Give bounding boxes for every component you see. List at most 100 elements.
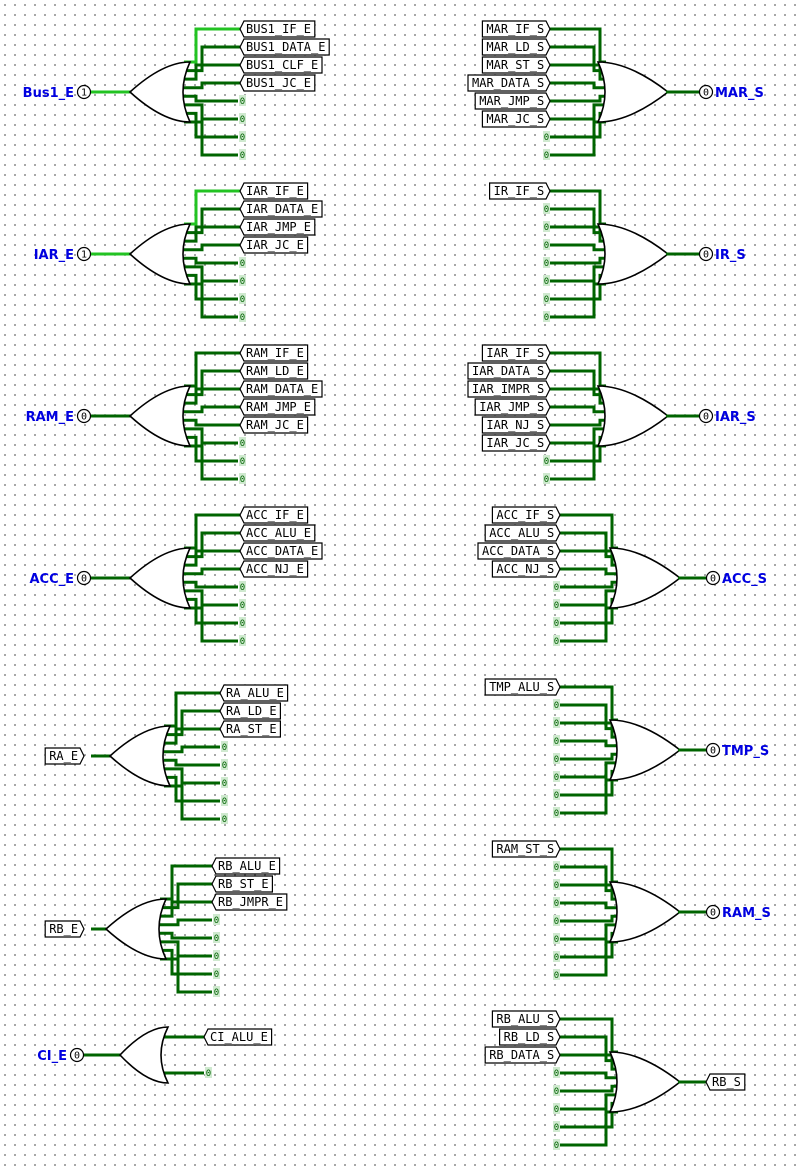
tunnel-label: BUS1_DATA_E <box>246 40 325 54</box>
constant-value: 0 <box>214 916 219 926</box>
constant-value: 0 <box>544 457 549 467</box>
constant-value: 0 <box>240 133 245 143</box>
constant-zero: 0 <box>239 455 246 467</box>
tunnel-label: IAR_JC_S <box>486 436 544 450</box>
tunnel-label: RA_ALU_E <box>226 686 284 700</box>
constant-zero: 0 <box>239 599 246 611</box>
constant-zero: 0 <box>221 813 228 825</box>
wire <box>556 703 618 731</box>
wire <box>160 882 212 910</box>
tunnel-rb-data-s: RB_DATA_S <box>484 1046 561 1064</box>
wire <box>160 931 212 940</box>
or-gate <box>104 898 168 960</box>
constant-value: 0 <box>222 815 227 825</box>
constant-zero: 0 <box>543 293 550 305</box>
tunnel-iar-jc-e: IAR_JC_E <box>239 236 309 254</box>
constant-zero: 0 <box>553 1067 560 1079</box>
constant-value: 0 <box>554 953 559 963</box>
constant-zero: 0 <box>553 807 560 819</box>
tunnel-label: ACC_NJ_E <box>246 562 304 576</box>
wire <box>184 567 240 576</box>
wire <box>164 775 220 803</box>
tunnel-acc-alu-s: ACC_ALU_S <box>484 524 561 542</box>
constant-zero: 0 <box>543 275 550 287</box>
wire <box>164 709 220 737</box>
pin-label: IAR_E <box>34 248 74 263</box>
pin-value: 0 <box>710 574 716 585</box>
or-gate <box>608 1051 682 1113</box>
constant-zero: 0 <box>553 599 560 611</box>
or-gate <box>608 547 682 609</box>
wire <box>164 727 220 745</box>
constant-zero: 0 <box>239 635 246 647</box>
constant-value: 0 <box>214 988 219 998</box>
wire <box>184 273 238 301</box>
pin-value: 0 <box>703 88 709 99</box>
wire <box>550 103 606 121</box>
constant-zero: 0 <box>553 771 560 783</box>
tunnel-label: TMP_ALU_S <box>489 680 554 694</box>
tunnel-label: RA_LD_E <box>226 704 277 718</box>
constant-zero: 0 <box>543 257 550 269</box>
pin-value: 1 <box>81 88 87 99</box>
constant-zero: 0 <box>543 221 550 233</box>
wire <box>184 120 238 157</box>
constant-value: 0 <box>554 1123 559 1133</box>
constant-zero: 0 <box>239 257 246 269</box>
constant-value: 0 <box>544 259 549 269</box>
tunnel-ram-jmp-e: RAM_JMP_E <box>239 398 316 416</box>
wire <box>160 918 212 927</box>
constant-zero: 0 <box>553 897 560 909</box>
tunnel-acc-alu-e: ACC_ALU_E <box>239 524 316 542</box>
tunnel-mar-ld-s: MAR_LD_S <box>481 38 551 56</box>
constant-value: 0 <box>222 779 227 789</box>
pin-value: 0 <box>703 412 709 423</box>
wire <box>560 531 618 559</box>
constant-value: 0 <box>554 1069 559 1079</box>
or-gate <box>596 385 670 447</box>
wire <box>160 957 212 994</box>
tunnel-label: RB_JMPR_E <box>218 895 283 909</box>
constant-zero: 0 <box>213 914 220 926</box>
wire <box>184 369 240 397</box>
tunnel-iar-jc-s: IAR_JC_S <box>481 434 551 452</box>
tunnel-label: MAR_JC_S <box>486 112 544 126</box>
wire <box>556 761 618 779</box>
wire <box>556 739 618 748</box>
tunnel-rb-jmpr-e: RB_JMPR_E <box>211 893 288 911</box>
wire <box>556 1084 618 1093</box>
constant-value: 0 <box>240 619 245 629</box>
constant-zero: 0 <box>553 699 560 711</box>
tunnel-ra-e: RA_E <box>44 747 85 765</box>
tunnel-rb-alu-s: RB_ALU_S <box>491 1010 561 1028</box>
wire <box>184 405 240 414</box>
constant-zero: 0 <box>221 741 228 753</box>
constant-value: 0 <box>544 223 549 233</box>
tunnel-bus1-if-e: BUS1_IF_E <box>239 20 316 38</box>
constant-value: 0 <box>554 755 559 765</box>
wire <box>184 265 238 283</box>
constant-value: 0 <box>240 97 245 107</box>
wire <box>160 940 212 958</box>
constant-zero: 0 <box>543 455 550 467</box>
wire <box>556 597 618 625</box>
constant-value: 0 <box>544 313 549 323</box>
pin-value: 0 <box>710 908 716 919</box>
pin-label: RAM_S <box>722 906 771 921</box>
tunnel-rb-e: RB_E <box>44 920 85 938</box>
constant-value: 0 <box>554 583 559 593</box>
tunnel-ci-alu-e: CI_ALU_E <box>203 1028 273 1046</box>
wire <box>546 256 606 265</box>
wire <box>184 45 240 73</box>
